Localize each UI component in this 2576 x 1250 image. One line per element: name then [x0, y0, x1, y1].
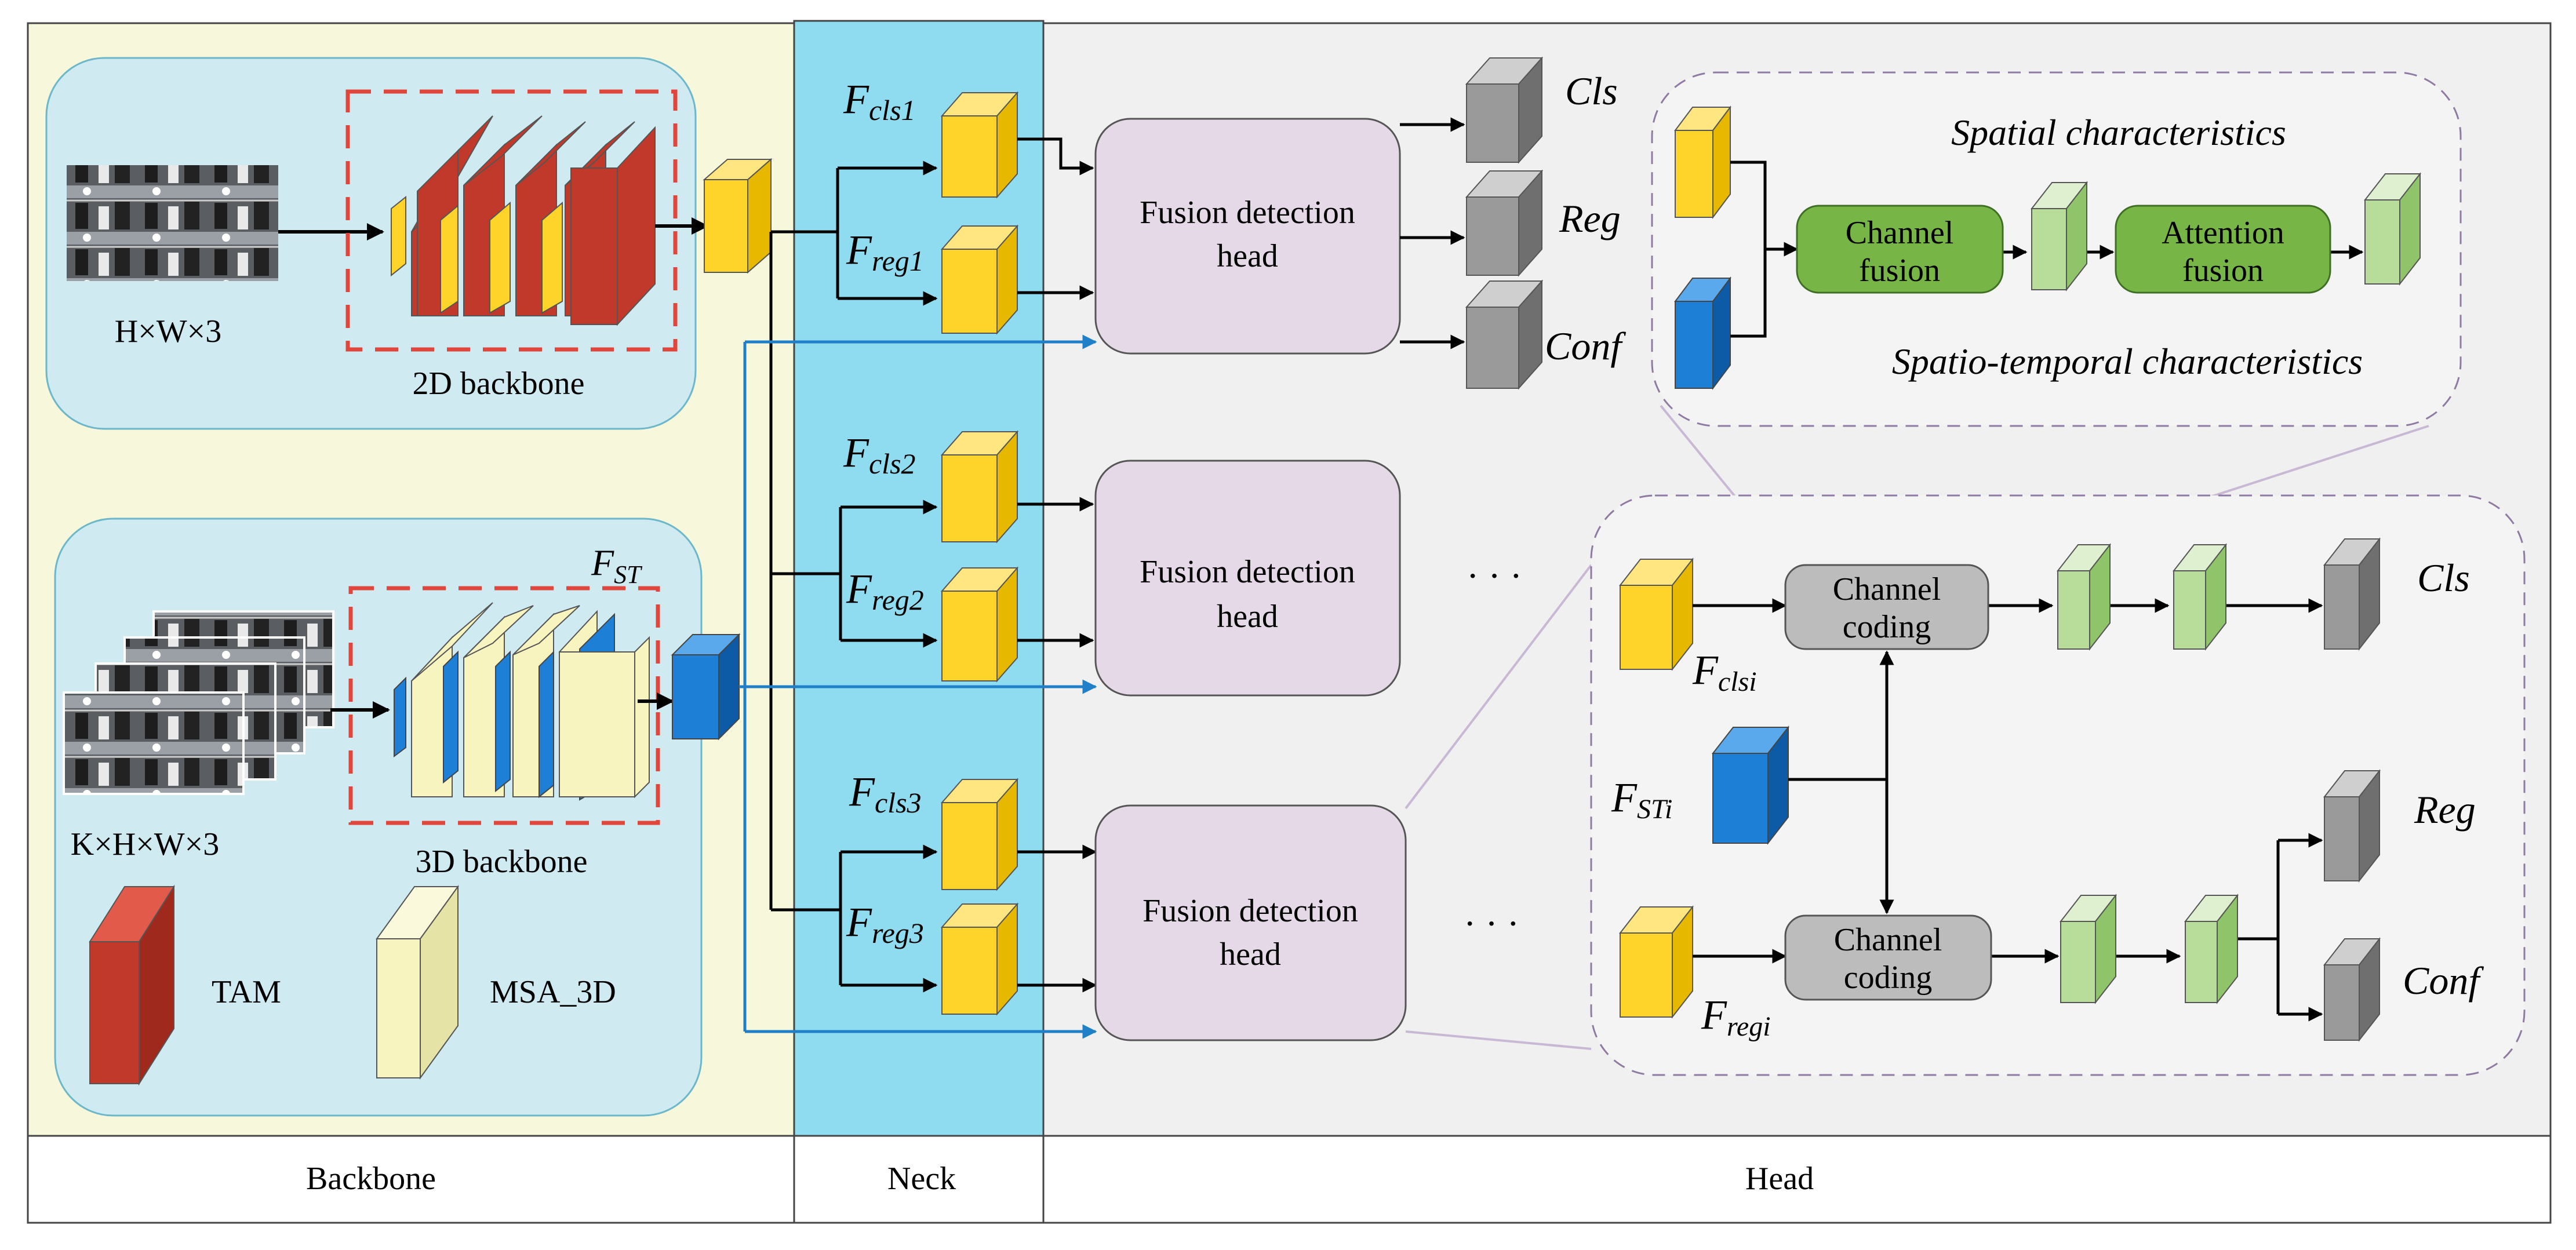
svg-text:coding: coding	[1844, 960, 1932, 996]
backbone-2d-panel	[45, 57, 697, 430]
svg-text:fusion: fusion	[1859, 253, 1940, 289]
label-f-regi: Fregi	[1701, 992, 1771, 1042]
cube-out-cls	[1465, 56, 1544, 164]
fusion-head-1: Fusion detection head	[1094, 118, 1401, 355]
backbone-3d-label: 3D backbone	[415, 844, 587, 880]
neck-to-head-arrows	[1017, 137, 1097, 993]
cube-cls1	[940, 91, 1019, 199]
detail-cube-conf	[2323, 937, 2381, 1042]
detail-conf-label: Conf	[2403, 959, 2484, 1003]
label-f-clsi: Fclsi	[1692, 647, 1757, 697]
svg-text:Channel: Channel	[1834, 922, 1942, 958]
input-frame-2d	[67, 165, 278, 281]
fusion-head-2: Fusion detection head	[1094, 460, 1401, 697]
detail-top-green-cube-1	[2030, 181, 2089, 291]
stage-label-head-cell	[1042, 1135, 2552, 1224]
cube-cls2	[940, 430, 1019, 544]
backbone-2d-dashed-box	[345, 89, 678, 352]
svg-text:Fusion detection: Fusion detection	[1140, 554, 1355, 590]
label-f-sti: FSTi	[1611, 774, 1672, 825]
spatial-label: Spatial characteristics	[1951, 112, 2286, 153]
label-f-cls2: Fcls2	[843, 429, 916, 480]
input-frames-3d	[63, 610, 334, 795]
input-3d-dims: K×H×W×3	[71, 826, 219, 862]
backbone-3d-dashed-box	[348, 586, 660, 825]
legend-msa-label: MSA_3D	[490, 974, 616, 1010]
ellipsis-bottom: · · ·	[1464, 903, 1519, 944]
spatiotemporal-label: Spatio-temporal characteristics	[1892, 341, 2363, 382]
label-f-cls3: Fcls3	[849, 768, 922, 819]
backbone-2d-layer-stack	[391, 115, 656, 326]
feature-cube-3d	[671, 633, 741, 741]
detail-top-connectors	[1730, 161, 2364, 338]
stage-label-head: Head	[1745, 1161, 1814, 1197]
f-st-label: FST	[591, 542, 643, 589]
channel-coding-box-bottom: Channel coding	[1784, 914, 1992, 1001]
cube-reg1	[940, 224, 1019, 335]
legend-tam: TAM	[89, 884, 281, 1086]
out-cls-label: Cls	[1565, 69, 1618, 113]
svg-text:head: head	[1220, 936, 1281, 972]
svg-text:head: head	[1217, 238, 1278, 274]
cube-f-sti	[1711, 726, 1790, 845]
detail-bottom-green-cube-2	[2172, 543, 2228, 651]
cube-out-conf	[1465, 279, 1544, 390]
attention-fusion-box: Attention fusion	[2115, 205, 2331, 294]
detail-top-blue-cube	[1674, 276, 1731, 390]
cube-cls3	[940, 778, 1019, 891]
head-1-outputs	[1400, 117, 1465, 349]
detail-bottom-green-cube-3	[2059, 894, 2117, 1004]
out-conf-label: Conf	[1545, 324, 1626, 368]
label-f-reg3: Freg3	[846, 899, 924, 949]
svg-text:Attention: Attention	[2162, 215, 2284, 251]
cube-reg3	[940, 902, 1019, 1016]
detail-bottom-green-cube-4	[2184, 894, 2239, 1004]
stage-label-backbone: Backbone	[306, 1161, 436, 1197]
legend-msa: MSA_3D	[376, 884, 616, 1080]
detail-reg-label: Reg	[2414, 788, 2476, 832]
stage-label-neck: Neck	[887, 1161, 956, 1197]
detail-cls-label: Cls	[2417, 556, 2470, 600]
detail-bottom-green-cube-1	[2056, 543, 2112, 651]
label-f-cls1: Fcls1	[843, 76, 916, 126]
svg-text:Channel: Channel	[1846, 215, 1954, 251]
fusion-head-3: Fusion detection head	[1094, 804, 1407, 1041]
label-f-reg2: Freg2	[846, 566, 924, 616]
label-f-reg1: Freg1	[846, 227, 924, 277]
ellipsis-middle: · · ·	[1467, 555, 1522, 596]
svg-text:coding: coding	[1843, 609, 1931, 645]
backbone-3d-layer-stack	[394, 602, 650, 801]
cube-f-clsi	[1618, 557, 1694, 671]
svg-text:head: head	[1217, 599, 1278, 635]
svg-text:Fusion detection: Fusion detection	[1140, 195, 1355, 231]
detail-cube-reg	[2323, 769, 2381, 883]
detail-cube-cls	[2323, 537, 2381, 651]
input-2d-dims: H×W×3	[115, 314, 221, 349]
channel-coding-box-top: Channel coding	[1784, 564, 1989, 650]
svg-text:Channel: Channel	[1833, 571, 1941, 607]
legend-tam-label: TAM	[212, 974, 281, 1010]
stage-label-neck-cell	[793, 1135, 1045, 1224]
svg-text:fusion: fusion	[2182, 253, 2264, 289]
out-reg-label: Reg	[1559, 196, 1621, 240]
cube-out-reg	[1465, 169, 1544, 277]
feature-cube-2d	[703, 158, 773, 274]
detail-top-yellow-cube	[1674, 105, 1731, 219]
neck-connectors	[769, 161, 938, 993]
stage-label-backbone-cell	[27, 1135, 795, 1224]
detail-top-green-cube-2	[2363, 172, 2422, 286]
backbone-2d-label: 2D backbone	[412, 366, 584, 402]
st-feature-connectors	[739, 334, 1097, 1039]
cube-reg2	[940, 566, 1019, 683]
cube-f-regi	[1618, 905, 1694, 1019]
channel-fusion-box: Channel fusion	[1796, 205, 2004, 294]
detail-bottom-connectors	[1693, 598, 2323, 1022]
svg-text:Fusion detection: Fusion detection	[1143, 893, 1358, 929]
